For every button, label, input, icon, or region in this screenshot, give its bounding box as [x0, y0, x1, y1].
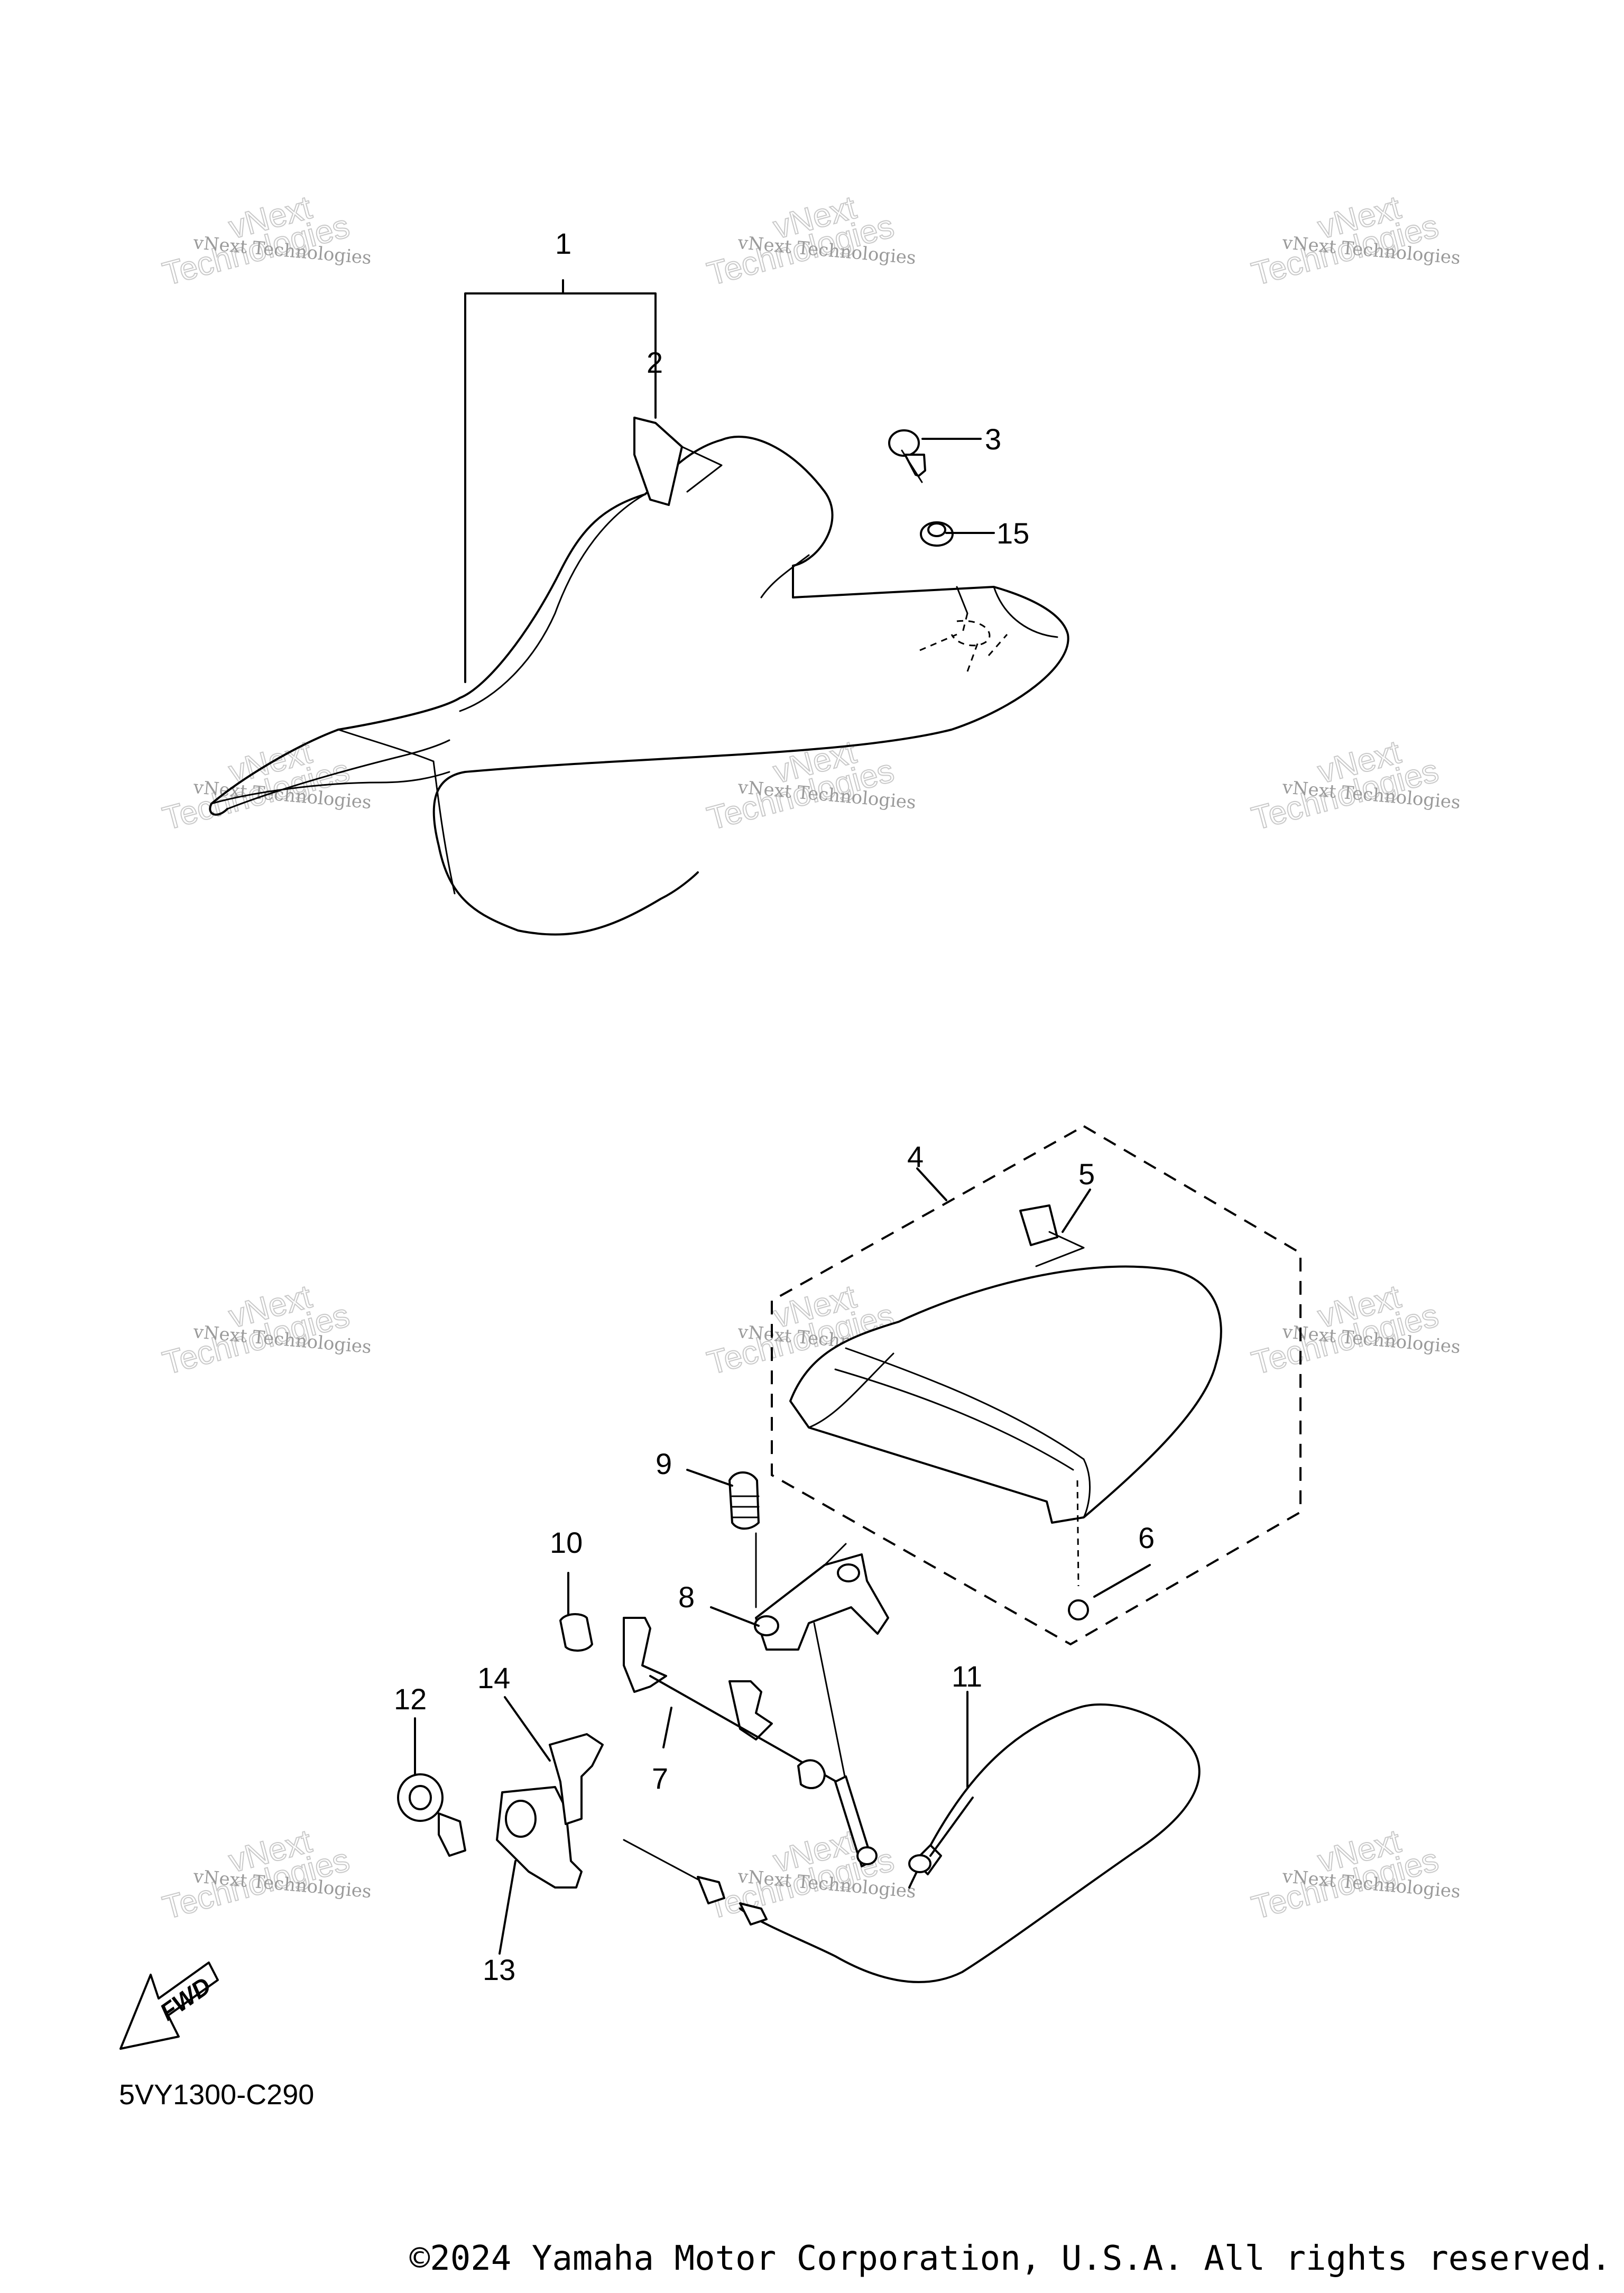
- fwd-arrow-icon: FWD: [119, 1962, 219, 2050]
- callout-12: 12: [394, 1682, 427, 1716]
- callout-2: 2: [647, 346, 663, 379]
- callout-labels: 1 2 3 15 4 5 6 9 10 8 11 12 14 7 13: [394, 227, 1155, 1986]
- callout-10: 10: [550, 1526, 583, 1559]
- callout-6: 6: [1138, 1521, 1155, 1554]
- diagram-code: 5VY1300-C290: [119, 2079, 314, 2111]
- callout-11: 11: [952, 1660, 982, 1693]
- callout-8: 8: [678, 1580, 695, 1614]
- bolt-3: [888, 429, 926, 483]
- callout-15: 15: [996, 517, 1029, 550]
- lock-assembly: [397, 1471, 1201, 1983]
- leader-lines-bottom: [414, 1167, 1151, 1955]
- nut-15: [920, 521, 954, 547]
- copyright-notice: ©2024 Yamaha Motor Corporation, U.S.A. A…: [409, 2239, 1611, 2278]
- passenger-seat: [771, 1125, 1302, 1646]
- callout-3: 3: [985, 422, 1001, 456]
- callout-5: 5: [1078, 1157, 1095, 1191]
- callout-13: 13: [483, 1953, 515, 1986]
- leader-lines-top: [464, 279, 995, 683]
- callout-1: 1: [555, 227, 571, 260]
- callout-9: 9: [656, 1447, 672, 1480]
- callout-4: 4: [907, 1140, 924, 1173]
- callout-14: 14: [477, 1661, 510, 1695]
- callout-7: 7: [652, 1762, 668, 1795]
- rider-seat: [209, 417, 1069, 936]
